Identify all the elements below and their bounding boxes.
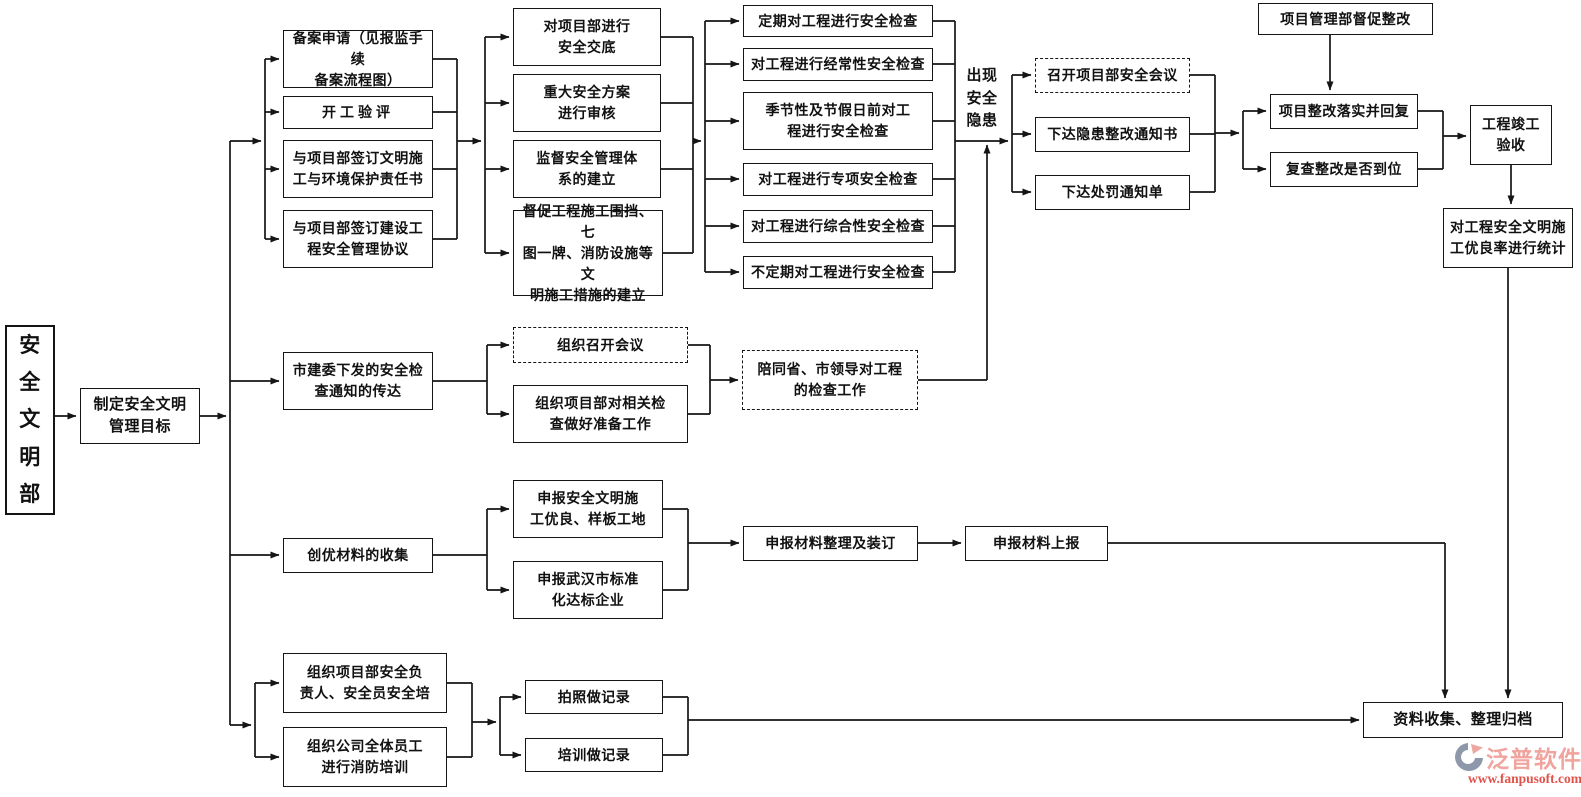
node-prepare-for-inspection: 组织项目部对相关检 查做好准备工作: [513, 385, 688, 443]
node-seasonal-holiday-check: 季节性及节假日前对工 程进行安全检查: [743, 92, 933, 150]
node-training-record: 培训做记录: [525, 738, 663, 772]
node-city-notice-delivery: 市建委下发的安全检 查通知的传达: [283, 352, 433, 410]
node-penalty-notice: 下达处罚通知单: [1035, 175, 1190, 210]
node-excellence-materials-collect: 创优材料的收集: [283, 538, 433, 573]
node-photo-record: 拍照做记录: [525, 680, 663, 714]
node-rectify-implement-reply: 项目整改落实并回复: [1270, 94, 1418, 129]
node-urge-civilized-measures: 督促工程施工围挡、七 图一牌、消防设施等文 明施工措施的建立: [513, 203, 663, 303]
node-recheck-rectification: 复查整改是否到位: [1270, 152, 1418, 187]
node-project-safety-meeting: 召开项目部安全会议: [1035, 58, 1190, 93]
node-comprehensive-check: 对工程进行综合性安全检查: [743, 210, 933, 243]
node-irregular-check: 不定期对工程进行安全检查: [743, 256, 933, 289]
node-project-completion-acceptance: 工程竣工 验收: [1470, 105, 1552, 165]
node-filing-application: 备案申请（见报监手续 备案流程图）: [283, 30, 433, 88]
node-accompany-leaders-inspection: 陪同省、市领导对工程 的检查工作: [742, 350, 918, 410]
node-apply-wuhan-standard: 申报武汉市标准 化达标企业: [513, 561, 663, 619]
node-start-work-review: 开工验评: [283, 96, 433, 129]
node-safety-civilization-dept: 安 全 文 明 部: [5, 325, 55, 515]
node-hazard-rectify-notice: 下达隐患整改通知书: [1035, 117, 1190, 152]
label-safety-hazard-found: 出现 安全 隐患: [966, 67, 998, 130]
watermark-brand: 泛普软件: [1486, 746, 1581, 772]
watermark: 泛普软件 www.fanpusoft.com: [1420, 740, 1581, 787]
node-materials-submit: 申报材料上报: [965, 526, 1108, 561]
node-make-goal: 制定安全文明 管理目标: [80, 388, 200, 444]
node-apply-excellent-site: 申报安全文明施 工优良、样板工地: [513, 480, 663, 538]
node-special-check: 对工程进行专项安全检查: [743, 163, 933, 196]
fanpu-logo-icon: [1455, 743, 1483, 771]
node-safety-management-agreement: 与项目部签订建设工 程安全管理协议: [283, 210, 433, 268]
node-pm-dept-supervise-rectify: 项目管理部督促整改: [1258, 3, 1433, 35]
connectors: [55, 17, 1515, 761]
watermark-url: www.fanpusoft.com: [1467, 771, 1581, 786]
node-safety-disclosure: 对项目部进行 安全交底: [513, 8, 661, 66]
node-company-fire-training: 组织公司全体员工 进行消防培训: [283, 727, 447, 787]
node-materials-binding: 申报材料整理及装订: [743, 526, 918, 561]
node-train-safety-leaders: 组织项目部安全负 责人、安全员安全培: [283, 653, 447, 713]
node-major-plan-review: 重大安全方案 进行审核: [513, 74, 661, 132]
node-data-collect-archive: 资料收集、整理归档: [1363, 702, 1563, 738]
node-regular-check: 定期对工程进行安全检查: [743, 5, 933, 37]
node-excellence-rate-statistics: 对工程安全文明施 工优良率进行统计: [1443, 208, 1573, 268]
node-frequent-check: 对工程进行经常性安全检查: [743, 48, 933, 81]
node-civil-responsibility-agreement: 与项目部签订文明施 工与环境保护责任书: [283, 140, 433, 198]
node-organize-meeting: 组织召开会议: [513, 327, 688, 363]
node-supervise-safety-system: 监督安全管理体 系的建立: [513, 140, 661, 198]
